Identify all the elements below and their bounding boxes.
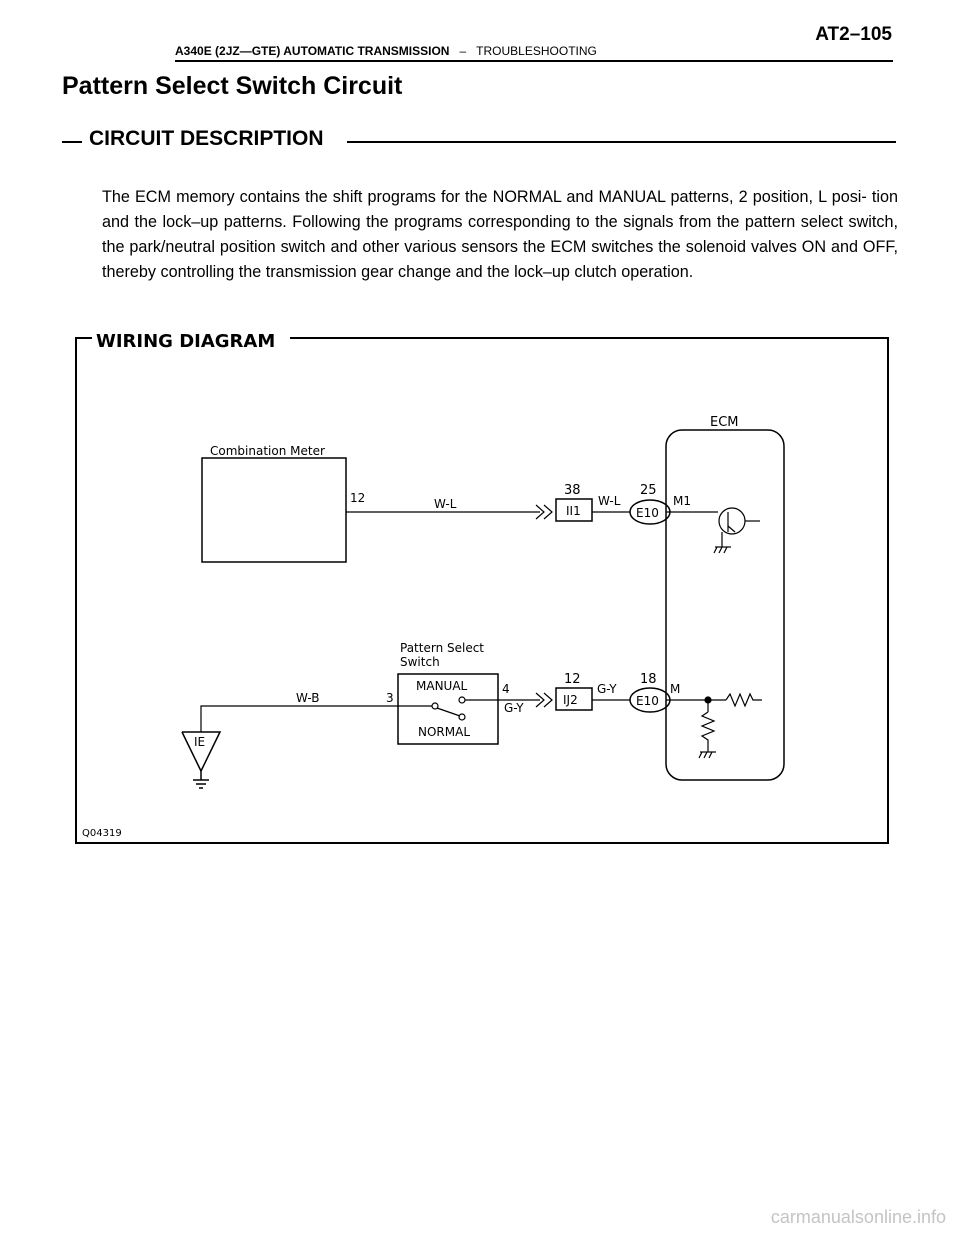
section-name: TROUBLESHOOTING bbox=[476, 44, 597, 58]
doc-title: A340E (2JZ—GTE) AUTOMATIC TRANSMISSION bbox=[175, 44, 450, 58]
switch-title-line1: Pattern Select bbox=[400, 641, 484, 655]
header-rule bbox=[175, 60, 893, 62]
connector-arrow-bottom-a bbox=[535, 692, 545, 708]
switch-pin-in: 3 bbox=[386, 691, 394, 705]
ecm-connector-top-pin: 25 bbox=[640, 483, 657, 498]
connector-ij2 bbox=[555, 687, 593, 711]
heading-text: CIRCUIT DESCRIPTION bbox=[89, 127, 324, 150]
connector-bottom-id: IJ2 bbox=[563, 693, 578, 707]
wiring-diagram-heading: WIRING DIAGRAM bbox=[96, 331, 275, 352]
header-separator: – bbox=[459, 44, 467, 58]
ecm-terminal-m1: M1 bbox=[673, 494, 691, 508]
resistor-network bbox=[666, 692, 762, 759]
connector-arrow-top-a bbox=[535, 504, 545, 520]
connector-top-id: II1 bbox=[566, 504, 581, 518]
switch-title-line2: Switch bbox=[400, 655, 440, 669]
transistor-symbol bbox=[666, 507, 760, 554]
figure-id: Q04319 bbox=[82, 828, 122, 839]
ecm-connector-bottom-id: E10 bbox=[636, 694, 659, 708]
switch-normal: NORMAL bbox=[418, 725, 470, 739]
switch-contacts bbox=[398, 696, 498, 721]
circuit-description-text: The ECM memory contains the shift progra… bbox=[102, 188, 898, 281]
wire-bottom-label: W-B bbox=[296, 691, 320, 705]
diagram-frame bbox=[75, 337, 889, 844]
switch-manual: MANUAL bbox=[416, 679, 468, 693]
ecm-terminal-m: M bbox=[670, 682, 680, 696]
heading-dash bbox=[62, 141, 82, 143]
connector-ii1 bbox=[555, 498, 593, 522]
connector-arrow-top-b bbox=[543, 504, 553, 520]
pattern-select-switch-box bbox=[397, 673, 499, 745]
circuit-description-heading: CIRCUIT DESCRIPTION bbox=[62, 126, 896, 156]
page-number: AT2–105 bbox=[815, 24, 892, 45]
combination-meter-label: Combination Meter bbox=[210, 444, 325, 458]
switch-wire-out: G-Y bbox=[504, 701, 524, 715]
ecm-connector-top-id: E10 bbox=[636, 506, 659, 520]
page-title: Pattern Select Switch Circuit bbox=[62, 72, 403, 100]
ecm-connector-bottom-pin: 18 bbox=[640, 672, 657, 687]
connector-top-wire: W-L bbox=[598, 494, 621, 508]
meter-pin: 12 bbox=[350, 491, 365, 505]
connector-top-number: 38 bbox=[564, 483, 581, 498]
connector-arrow-bottom-b bbox=[543, 692, 553, 708]
ecm-box bbox=[665, 429, 785, 781]
running-header: A340E (2JZ—GTE) AUTOMATIC TRANSMISSION–T… bbox=[175, 44, 597, 58]
ecm-label: ECM bbox=[710, 415, 739, 430]
heading-rule bbox=[347, 141, 896, 143]
wiring-diagram: WIRING DIAGRAM Combination Meter 12 W-L … bbox=[75, 331, 889, 844]
wire-top-label: W-L bbox=[434, 497, 457, 511]
ground-label: IE bbox=[194, 735, 205, 749]
connector-bottom-number: 12 bbox=[564, 672, 581, 687]
connector-bottom-wire: G-Y bbox=[597, 682, 617, 696]
wire-w-b bbox=[200, 705, 398, 732]
watermark: carmanualsonline.info bbox=[770, 1207, 946, 1227]
combination-meter-box bbox=[201, 457, 347, 563]
switch-pin-out: 4 bbox=[502, 682, 510, 696]
